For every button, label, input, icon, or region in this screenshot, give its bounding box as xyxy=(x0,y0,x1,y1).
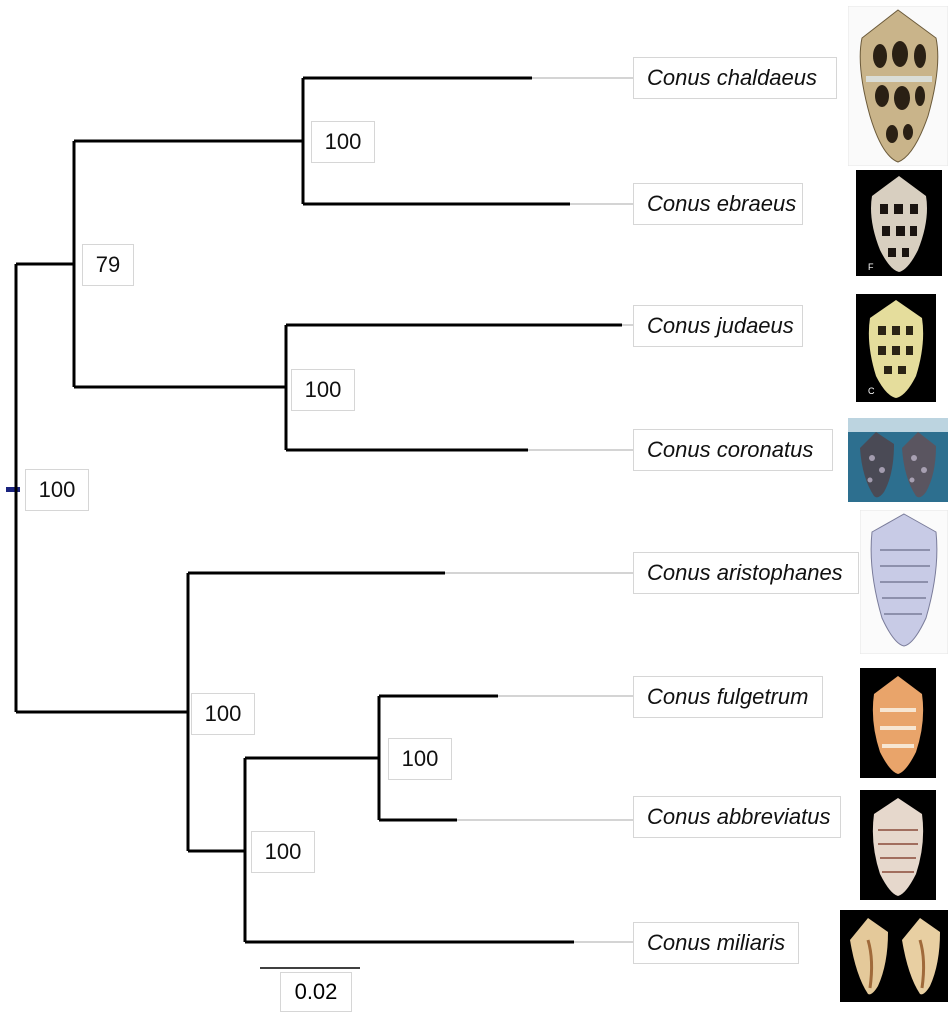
taxon-label-aristophanes: Conus aristophanes xyxy=(633,552,859,594)
taxon-label-chaldaeus: Conus chaldaeus xyxy=(633,57,837,99)
aristophanes-shell-illustration xyxy=(860,510,948,654)
miliaris-shell-photo xyxy=(840,910,948,1002)
fulgetrum-shell-photo xyxy=(860,668,936,778)
label-leaders xyxy=(445,78,633,942)
taxon-label-judaeus: Conus judaeus xyxy=(633,305,803,347)
support-chaldaeus-ebraeus: 100 xyxy=(311,121,375,163)
tree-branches xyxy=(16,78,622,942)
abbreviatus-shell-photo xyxy=(860,790,936,900)
taxon-label-miliaris: Conus miliaris xyxy=(633,922,799,964)
taxon-label-coronatus: Conus coronatus xyxy=(633,429,833,471)
taxon-label-abbreviatus: Conus abbreviatus xyxy=(633,796,841,838)
coronatus-shell-photo xyxy=(848,418,948,502)
support-clade-a: 79 xyxy=(82,244,134,286)
scale-bar-label: 0.02 xyxy=(280,972,352,1012)
taxon-label-fulgetrum: Conus fulgetrum xyxy=(633,676,823,718)
support-clade-b: 100 xyxy=(191,693,255,735)
support-judaeus-coronatus: 100 xyxy=(291,369,355,411)
ebraeus-image-mark: F xyxy=(868,262,874,272)
support-fulgetrum-abbreviatus: 100 xyxy=(388,738,452,780)
support-fulg-abbr-miliaris: 100 xyxy=(251,831,315,873)
judaeus-image-mark: C xyxy=(868,386,875,396)
chaldaeus-shell-illustration xyxy=(848,6,948,166)
support-root: 100 xyxy=(25,469,89,511)
ebraeus-shell-photo: F xyxy=(856,170,942,276)
taxon-label-ebraeus: Conus ebraeus xyxy=(633,183,803,225)
root-marker xyxy=(6,487,20,492)
judaeus-shell-photo: C xyxy=(856,294,936,402)
